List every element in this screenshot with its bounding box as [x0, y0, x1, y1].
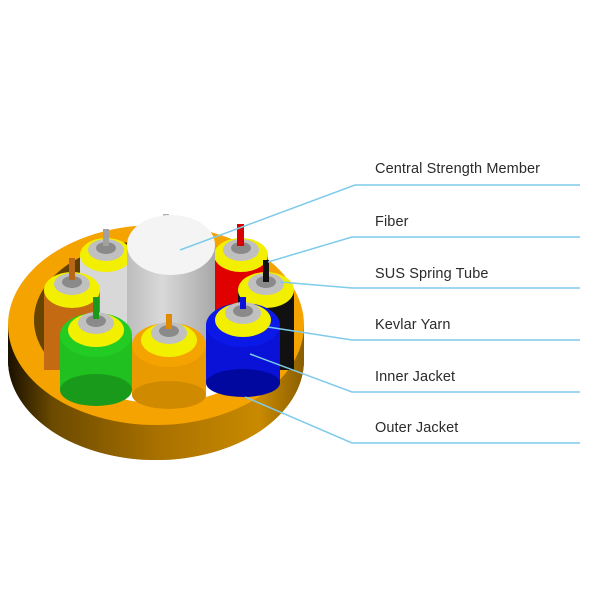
- leader-line-sus-spring-tube: [279, 281, 580, 289]
- subunit-blue: [206, 297, 280, 397]
- subunit-orange: [132, 314, 206, 409]
- subunit-green: [60, 297, 132, 406]
- leader-line-inner-jacket: [249, 353, 580, 393]
- leader-line-central-strength-member: [179, 184, 580, 251]
- leader-line-fiber: [267, 236, 580, 263]
- leader-line-outer-jacket: [244, 396, 580, 444]
- label-fiber: Fiber: [375, 214, 409, 230]
- label-inner-jacket: Inner Jacket: [375, 369, 456, 385]
- leader-line-kevlar-yarn: [267, 326, 580, 341]
- label-sus-spring-tube: SUS Spring Tube: [375, 266, 489, 282]
- label-outer-jacket: Outer Jacket: [375, 420, 459, 436]
- leader-lines: [179, 184, 580, 444]
- label-kevlar-yarn: Kevlar Yarn: [375, 317, 451, 333]
- label-central-strength-member: Central Strength Member: [375, 161, 541, 177]
